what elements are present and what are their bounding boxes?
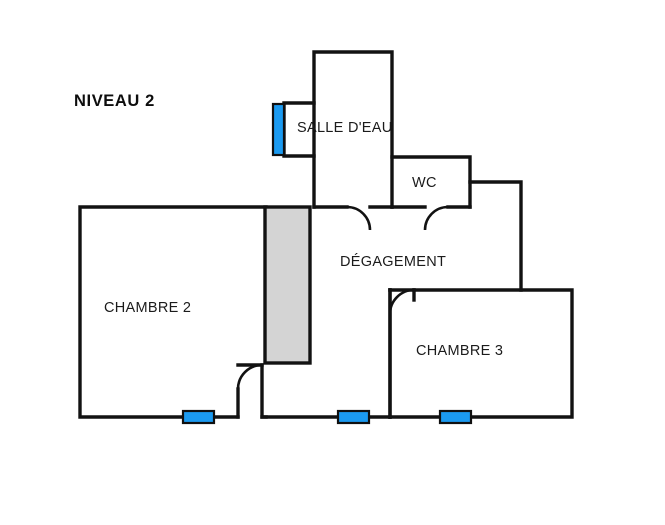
room-label-salle-d-eau: SALLE D'EAU [297, 120, 393, 136]
door-arc-chambre-3 [388, 288, 415, 315]
wall-wc-room [390, 155, 472, 209]
door-arc-chambre-2 [236, 363, 263, 390]
wall-east-upper [468, 180, 523, 292]
window-chambre-3 [438, 409, 473, 425]
closet-chambre-2 [263, 205, 312, 365]
window-degagement [336, 409, 371, 425]
door-arc-wc [423, 205, 449, 231]
window-chambre-2 [181, 409, 216, 425]
wall-chambre-3-top [388, 288, 574, 419]
door-arc-salle-deau [346, 205, 372, 231]
window-salle-deau [271, 102, 286, 157]
wall-upper-block [312, 50, 394, 209]
wall-chambre-2-right-lower [260, 363, 268, 419]
room-label-degagement: DÉGAGEMENT [340, 253, 446, 270]
room-label-wc: WC [412, 175, 437, 191]
room-label-group: SALLE D'EAU WC DÉGAGEMENT CHAMBRE 2 CHAM… [104, 120, 503, 359]
window-group [181, 102, 473, 425]
door-group [236, 205, 449, 390]
wall-chambre-2 [78, 205, 268, 419]
room-label-chambre-3: CHAMBRE 3 [416, 343, 503, 359]
plan-title: NIVEAU 2 [74, 92, 155, 110]
room-label-chambre-2: CHAMBRE 2 [104, 300, 191, 316]
